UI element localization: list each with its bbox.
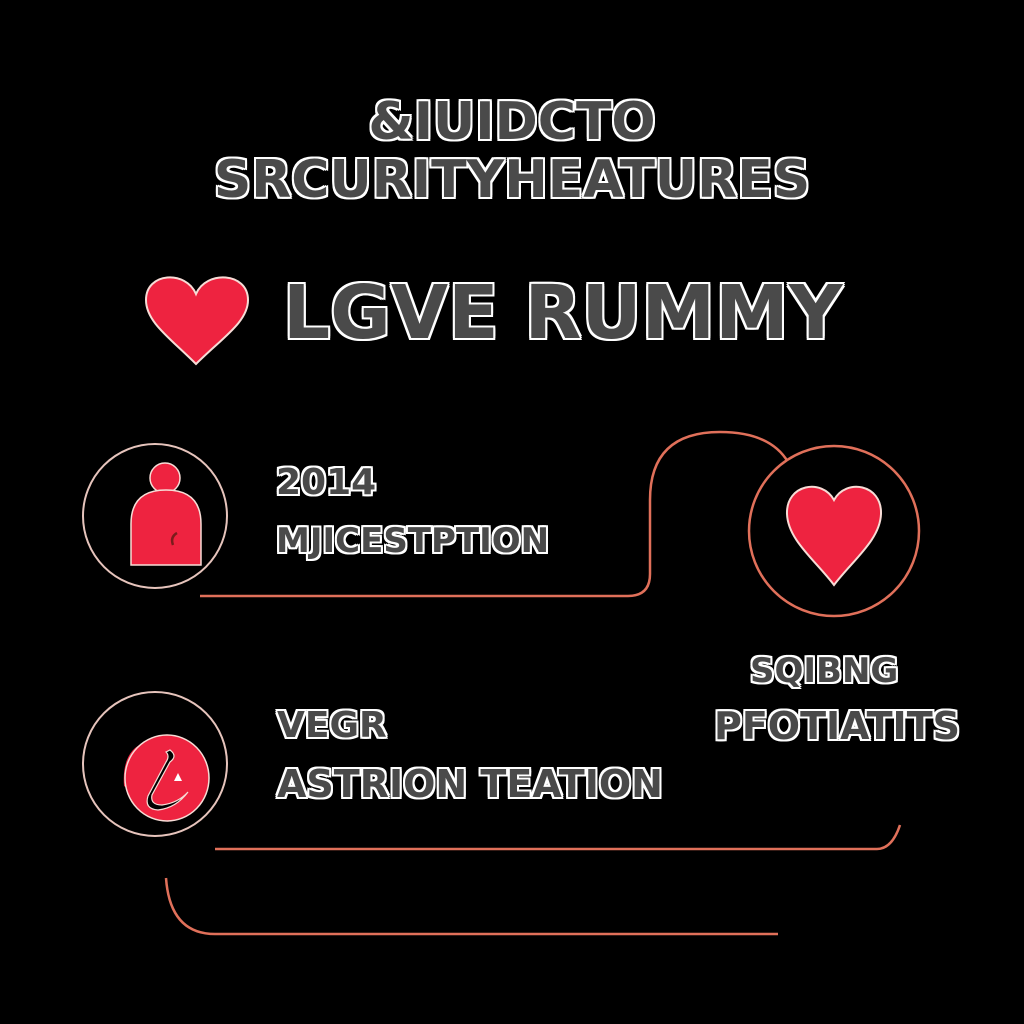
connector-line-2 [215, 824, 902, 851]
user-icon [130, 462, 202, 566]
feature-3-subtitle: ASTRION TEATION [277, 762, 663, 806]
page-title-line-1: &IUIDCTO [368, 92, 656, 152]
brand-name: LGVE RUMMY [283, 270, 843, 356]
connector-line-3 [164, 877, 778, 936]
feature-1-title: 2014 [276, 462, 377, 503]
brand-heart-icon [144, 276, 250, 366]
swan-icon [123, 734, 210, 822]
feature-3-title: VEGR [277, 705, 387, 746]
connector-line-1 [200, 430, 790, 598]
feature-2-subtitle: PFOTIATITS [714, 704, 960, 748]
heart-icon [785, 485, 883, 587]
page-title-line-2: SRCURITYHEATURES [213, 150, 811, 210]
feature-1-subtitle: MJICESTPTION [276, 521, 550, 561]
feature-2-title: SQIBNG [750, 651, 899, 691]
